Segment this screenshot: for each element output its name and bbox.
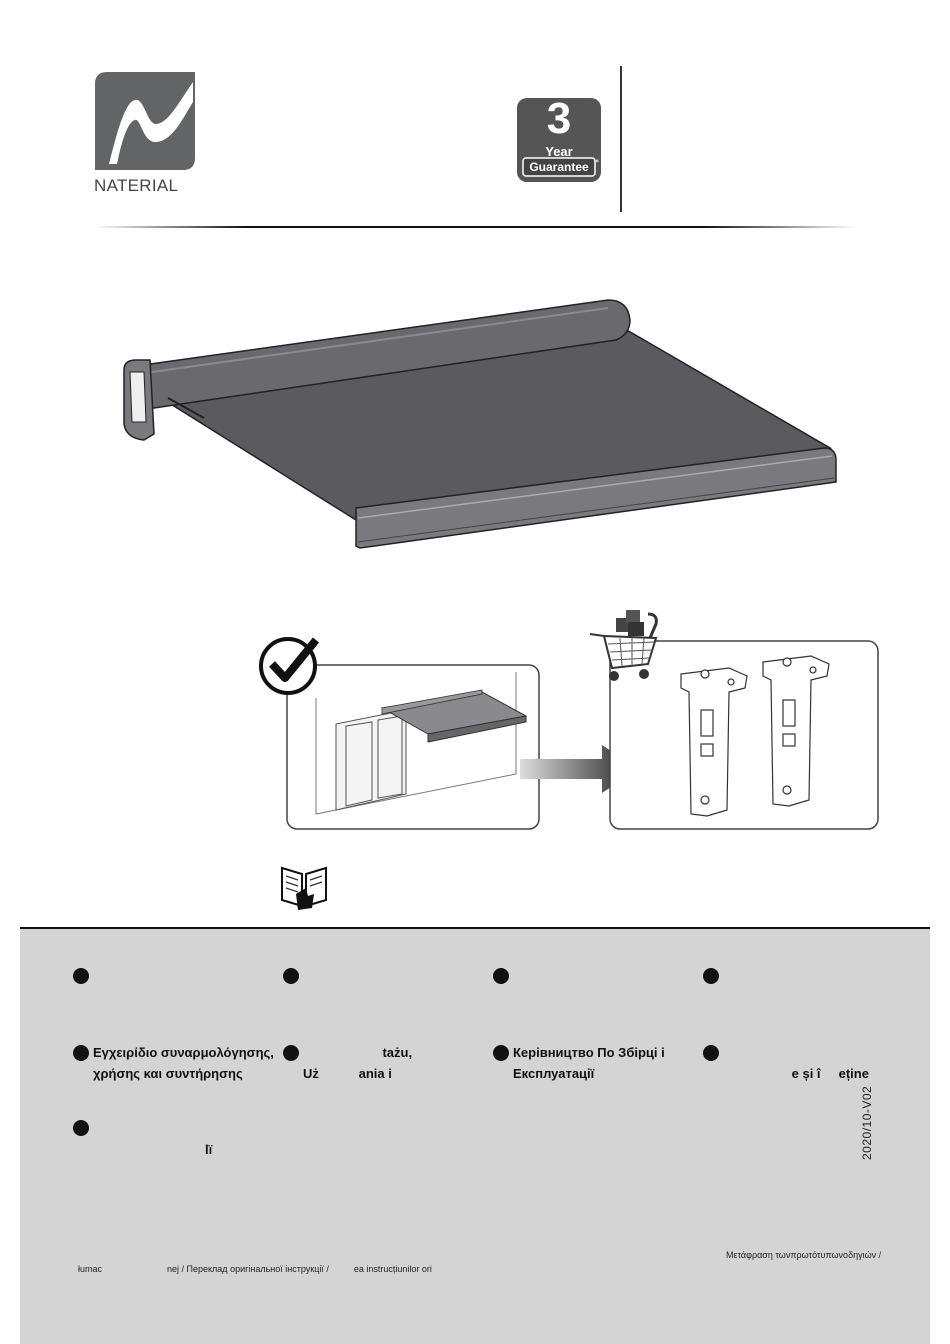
naterial-logo xyxy=(95,72,195,170)
language-bullet-ro xyxy=(703,1045,719,1061)
language-title-ro: e și î eține xyxy=(791,1066,869,1081)
language-bullet-uk xyxy=(493,1045,509,1061)
guarantee-badge-shape xyxy=(517,98,601,182)
read-manual-icon xyxy=(281,866,327,910)
header-divider-horizontal xyxy=(94,226,856,228)
awning-illustration xyxy=(123,299,837,549)
language-bullet xyxy=(73,968,89,984)
language-title-uk: Керівництво По Збірці і Експлуатації xyxy=(513,1045,665,1081)
guarantee-year: Year xyxy=(545,144,573,159)
language-section xyxy=(20,927,930,1344)
checkmark-icon xyxy=(259,637,320,695)
language-bullet xyxy=(703,968,719,984)
arrow-right-icon xyxy=(520,745,638,793)
language-bullet-pl xyxy=(283,1045,299,1061)
language-bullet xyxy=(493,968,509,984)
language-title-ru: lï xyxy=(204,1142,213,1157)
guarantee-number: 3 xyxy=(546,94,572,143)
language-section-top-rule xyxy=(20,927,930,929)
language-bullet-ru xyxy=(73,1120,89,1136)
document-version: 2020/10-V02 xyxy=(860,1085,874,1160)
installation-panel xyxy=(286,664,540,830)
guarantee-badge: 3 Year Guarantee * xyxy=(517,94,601,182)
translation-note: łumac nej / Переклад оригінальної інстру… xyxy=(78,1264,432,1274)
language-title-pl: tażu, Uż ania i xyxy=(303,1045,413,1081)
guarantee-label: Guarantee xyxy=(529,160,589,174)
brand-name: NATERIAL xyxy=(94,176,179,195)
language-title-el: Εγχειρίδιο συναρμολόγησης, χρήσης και συ… xyxy=(93,1045,274,1081)
language-bullet-el xyxy=(73,1045,89,1061)
language-bullet xyxy=(283,968,299,984)
shopping-cart-icon xyxy=(589,610,658,681)
brackets-panel xyxy=(609,640,879,830)
header-divider-vertical xyxy=(620,66,622,212)
translation-note-greek: Μετάφραση τωνπρωτότυπωνοδηγιών / xyxy=(726,1250,882,1260)
guarantee-asterisk: * xyxy=(595,158,599,167)
